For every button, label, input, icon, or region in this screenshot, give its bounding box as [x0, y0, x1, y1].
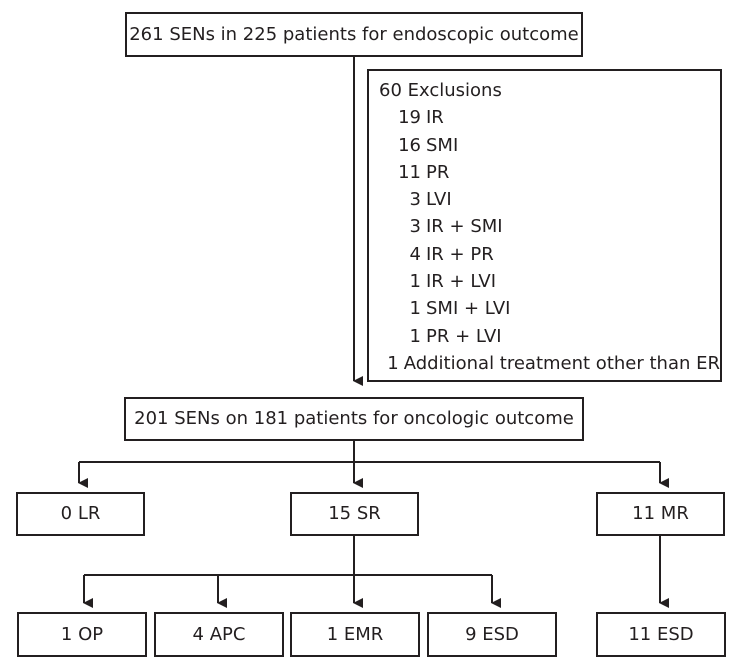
exclusion-label: SMI	[426, 134, 459, 156]
exclusion-count: 1	[409, 271, 421, 293]
exclusion-label: Additional treatment other than ER	[403, 352, 720, 374]
exclusion-count: 1	[387, 352, 399, 374]
exclusion-label: IR	[426, 107, 444, 129]
exclusion-count: 4	[409, 243, 421, 265]
apc-box: 4 APC	[154, 612, 284, 657]
oncologic-outcome-box: 201 SENs on 181 patients for oncologic o…	[124, 397, 584, 441]
exclusions-title: 60 Exclusions	[379, 80, 502, 101]
exclusion-count: 1	[409, 325, 421, 347]
exclusion-label: IR + SMI	[426, 216, 503, 238]
exclusion-label: SMI + LVI	[426, 298, 511, 320]
exclusion-label: IR + PR	[426, 243, 494, 265]
sr-box: 15 SR	[290, 492, 419, 536]
esd-mr-box: 11 ESD	[596, 612, 726, 657]
exclusion-label: LVI	[426, 189, 452, 211]
endoscopic-outcome-box: 261 SENs in 225 patients for endoscopic …	[125, 12, 583, 57]
exclusion-count: 3	[409, 216, 421, 238]
mr-box: 11 MR	[596, 492, 725, 536]
exclusion-count: 11	[398, 161, 421, 183]
esd-sr-box: 9 ESD	[427, 612, 557, 657]
emr-box: 1 EMR	[290, 612, 420, 657]
exclusion-count: 19	[398, 107, 421, 129]
op-box: 1 OP	[17, 612, 147, 657]
exclusion-label: IR + LVI	[426, 271, 497, 293]
exclusion-label: PR + LVI	[426, 325, 502, 347]
lr-box: 0 LR	[16, 492, 145, 536]
exclusion-label: PR	[426, 161, 450, 183]
exclusion-count: 1	[409, 298, 421, 320]
exclusion-count: 3	[409, 189, 421, 211]
exclusion-count: 16	[398, 134, 421, 156]
